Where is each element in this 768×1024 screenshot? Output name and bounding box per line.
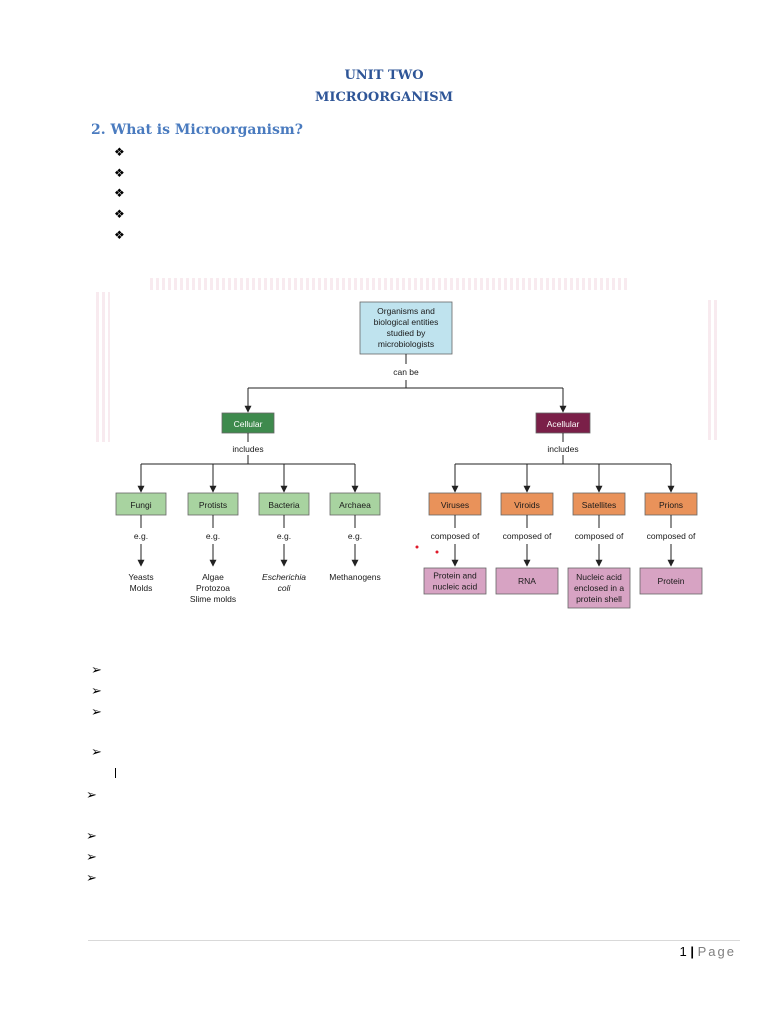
eg-label: e.g. [134,531,148,541]
composed-of-label: composed of [431,531,480,541]
composed-of-label: composed of [647,531,696,541]
diamond-bullet: ❖ [114,228,125,242]
unit-title: UNIT TWO [344,68,424,83]
example-label: Algae [202,572,224,582]
composed-of-label: composed of [503,531,552,541]
cellular-label: Cellular [234,419,263,429]
bacteria-label: Bacteria [268,500,299,510]
composition-box [639,567,703,595]
scan-artifact [708,300,718,440]
arrow-bullet: ➢ [86,849,97,864]
eg-label: e.g. [206,531,220,541]
composition-label: Protein [658,576,685,586]
diamond-bullet: ❖ [114,145,125,159]
arrow-bullet: ➢ [91,662,102,677]
root-label-line: microbiologists [378,339,434,349]
root-label-line: Organisms and [377,306,435,316]
viruses-label: Viruses [441,500,469,510]
arrow-bullet: ➢ [91,744,102,759]
diamond-bullet: ❖ [114,207,125,221]
composition-box [423,567,487,595]
composition-label: Protein and [433,571,477,581]
red-dot [415,545,419,549]
cellular-includes-label: includes [232,444,263,454]
red-dot [435,550,439,554]
footer-divider [88,940,740,941]
composition-label: Nucleic acid [576,572,622,582]
composition-label: enclosed in a [574,583,624,593]
fungi-label: Fungi [130,500,151,510]
page-title: MICROORGANISM [314,90,453,105]
protists-label: Protists [199,500,227,510]
archaea-label: Archaea [339,500,371,510]
example-label: Escherichia [262,572,306,582]
example-label: Protozoa [196,583,230,593]
root-label-line: biological entities [374,317,439,327]
page-label: Page [697,944,736,959]
root-label-line: studied by [387,328,426,338]
scan-artifact [96,292,110,442]
arrow-bullet: ➢ [86,828,97,843]
footer-separator: | [690,944,694,959]
section-heading: 2. What is Microorganism? [91,122,303,138]
composition-box [495,567,559,595]
example-label: Molds [130,583,153,593]
viroids-label: Viroids [514,500,540,510]
arrow-bullet: ➢ [91,704,102,719]
eg-label: e.g. [348,531,362,541]
acellular-label: Acellular [547,419,580,429]
example-label: Yeasts [128,572,153,582]
prions-label: Prions [659,500,683,510]
root-box [359,301,453,355]
stray-mark [115,768,116,778]
composition-box [567,567,631,609]
satellites-label: Satellites [582,500,617,510]
acellular-includes-label: includes [547,444,578,454]
composition-label: RNA [518,576,536,586]
page-footer: 1 | Page [680,944,737,959]
composed-of-label: composed of [575,531,624,541]
arrow-bullet: ➢ [86,870,97,885]
example-label: coli [278,583,292,593]
arrow-bullet: ➢ [91,683,102,698]
can-be-label: can be [393,367,419,377]
example-label: Slime molds [190,594,236,604]
diamond-bullet: ❖ [114,186,125,200]
eg-label: e.g. [277,531,291,541]
composition-label: nucleic acid [433,582,478,592]
page-number: 1 [679,944,687,959]
example-label: Methanogens [329,572,381,582]
diamond-bullet: ❖ [114,166,125,180]
scan-artifact [150,278,630,290]
composition-label: protein shell [576,594,622,604]
arrow-bullet: ➢ [86,787,97,802]
